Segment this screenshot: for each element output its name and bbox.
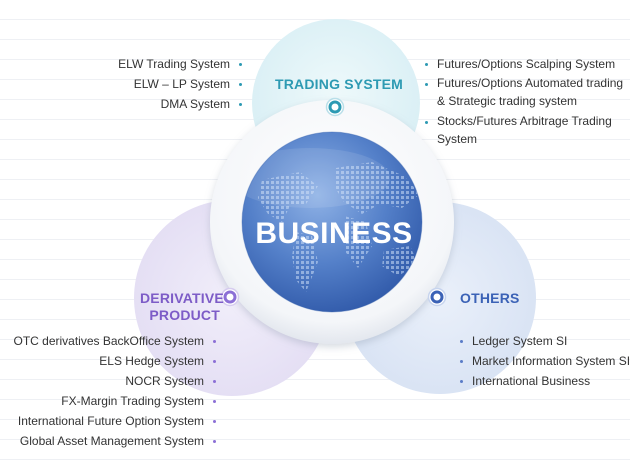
globe-icon	[241, 131, 423, 313]
derivative-title-line2: PRODUCT	[149, 307, 220, 323]
list-item: DMA System	[118, 94, 242, 114]
others-list: Ledger System SI Market Information Syst…	[460, 331, 630, 391]
trading-system-title: TRADING SYSTEM	[275, 76, 404, 92]
derivative-product-title: DERIVATIVE PRODUCT	[140, 290, 224, 324]
derivative-connector-icon	[220, 287, 240, 307]
center-title: BUSINESS	[255, 217, 412, 250]
list-item: OTC derivatives BackOffice System	[14, 331, 217, 351]
list-item: Global Asset Management System	[14, 431, 217, 451]
trading-right-list: Futures/Options Scalping System Futures/…	[425, 54, 630, 150]
list-item: FX-Margin Trading System	[14, 391, 217, 411]
list-item: NOCR System	[14, 371, 217, 391]
trading-left-list: ELW Trading System ELW – LP System DMA S…	[118, 54, 242, 114]
list-item: ELW Trading System	[118, 54, 242, 74]
others-connector-icon	[427, 287, 447, 307]
list-item: Futures/Options Scalping System	[425, 54, 630, 74]
others-title: OTHERS	[460, 290, 520, 306]
list-item: Futures/Options Automated trading & Stra…	[425, 74, 630, 110]
list-item: Market Information System SI	[460, 351, 630, 371]
list-item: Ledger System SI	[460, 331, 630, 351]
list-item: International Future Option System	[14, 411, 217, 431]
trading-connector-icon	[325, 97, 345, 117]
list-item: ELW – LP System	[118, 74, 242, 94]
list-item: Stocks/Futures Arbitrage Trading System	[425, 112, 630, 148]
list-item: ELS Hedge System	[14, 351, 217, 371]
list-item: International Business	[460, 371, 630, 391]
derivative-list: OTC derivatives BackOffice System ELS He…	[14, 331, 217, 451]
derivative-title-line1: DERIVATIVE	[140, 290, 224, 306]
